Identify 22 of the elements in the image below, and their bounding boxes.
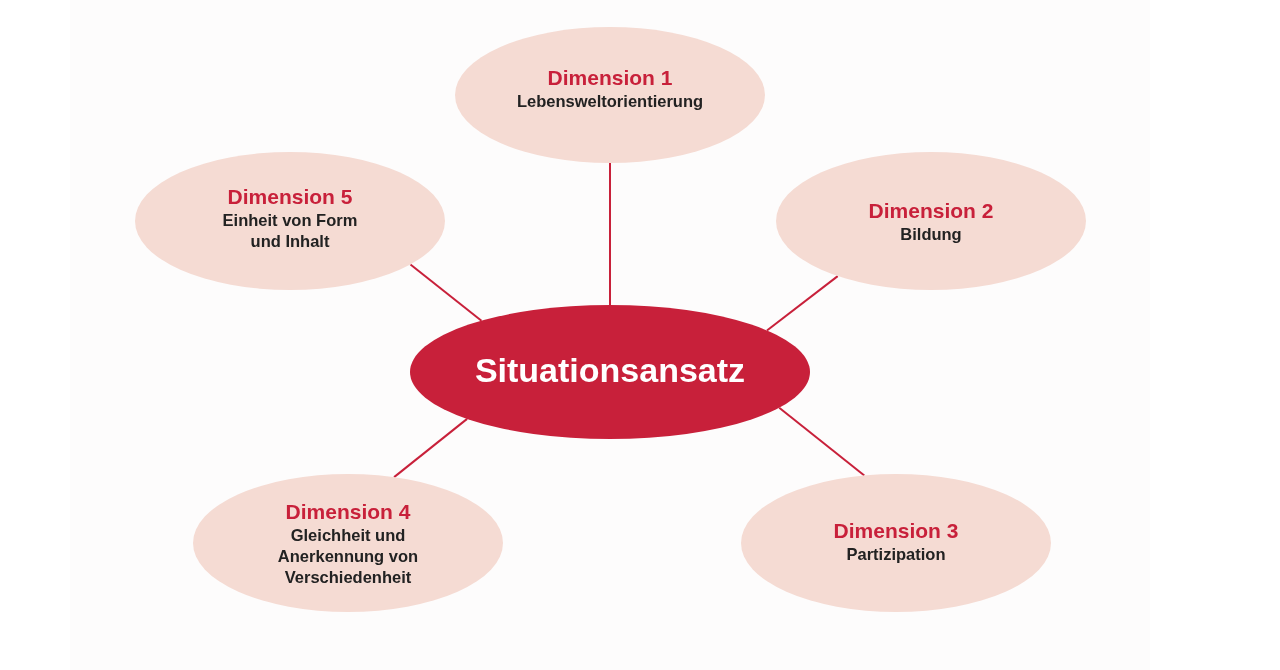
dimension-heading: Dimension 5 [227,184,353,210]
dimension-description: Gleichheit und Anerkennung von Verschiedenheit [276,524,420,588]
connector-line [609,162,611,306]
connector-line [765,275,839,332]
connector-line [409,263,483,322]
dimension-heading: Dimension 2 [868,197,994,224]
dimension-ellipse [741,474,1051,612]
dimension-description: Lebensweltorientierung [516,90,704,112]
dimension-ellipse [455,27,765,163]
connector-line [393,417,469,479]
central-concept-label: Situationsansatz [474,350,746,390]
central-ellipse [410,305,810,439]
dimension-ellipse [776,152,1086,290]
dimension-heading: Dimension 3 [833,517,959,544]
connector-line [778,406,866,477]
dimension-heading: Dimension 1 [547,64,673,91]
dimension-ellipse [135,152,445,290]
dimension-heading: Dimension 4 [285,498,411,525]
dimension-ellipse [193,474,503,612]
dimension-description: Einheit von Form und Inhalt [221,210,359,252]
dimension-description: Partizipation [846,543,946,565]
dimension-description: Bildung [900,223,962,245]
